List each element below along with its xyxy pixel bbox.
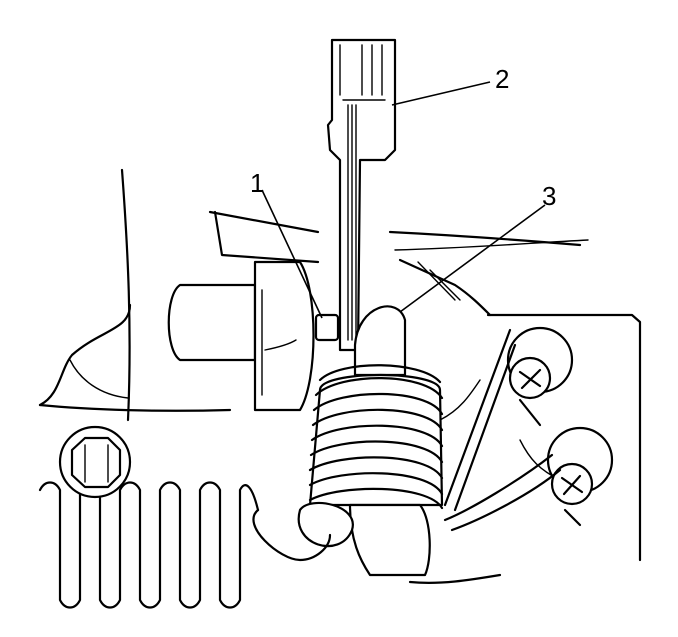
- shaft: [167, 260, 315, 412]
- hex-bolt: [58, 425, 132, 499]
- screw-icon: [443, 326, 614, 532]
- callout-2: 2: [495, 64, 509, 94]
- tool-icon: [326, 38, 397, 352]
- spring-hook: [353, 305, 407, 377]
- callout-leaders: [261, 81, 546, 319]
- lower-bracket: [252, 501, 431, 577]
- housing-body: [38, 168, 642, 585]
- callout-3: 3: [542, 181, 556, 211]
- anchor-pin: [314, 313, 340, 342]
- return-spring: [38, 481, 260, 609]
- spring-icon: [308, 364, 444, 510]
- callout-1: 1: [250, 168, 264, 198]
